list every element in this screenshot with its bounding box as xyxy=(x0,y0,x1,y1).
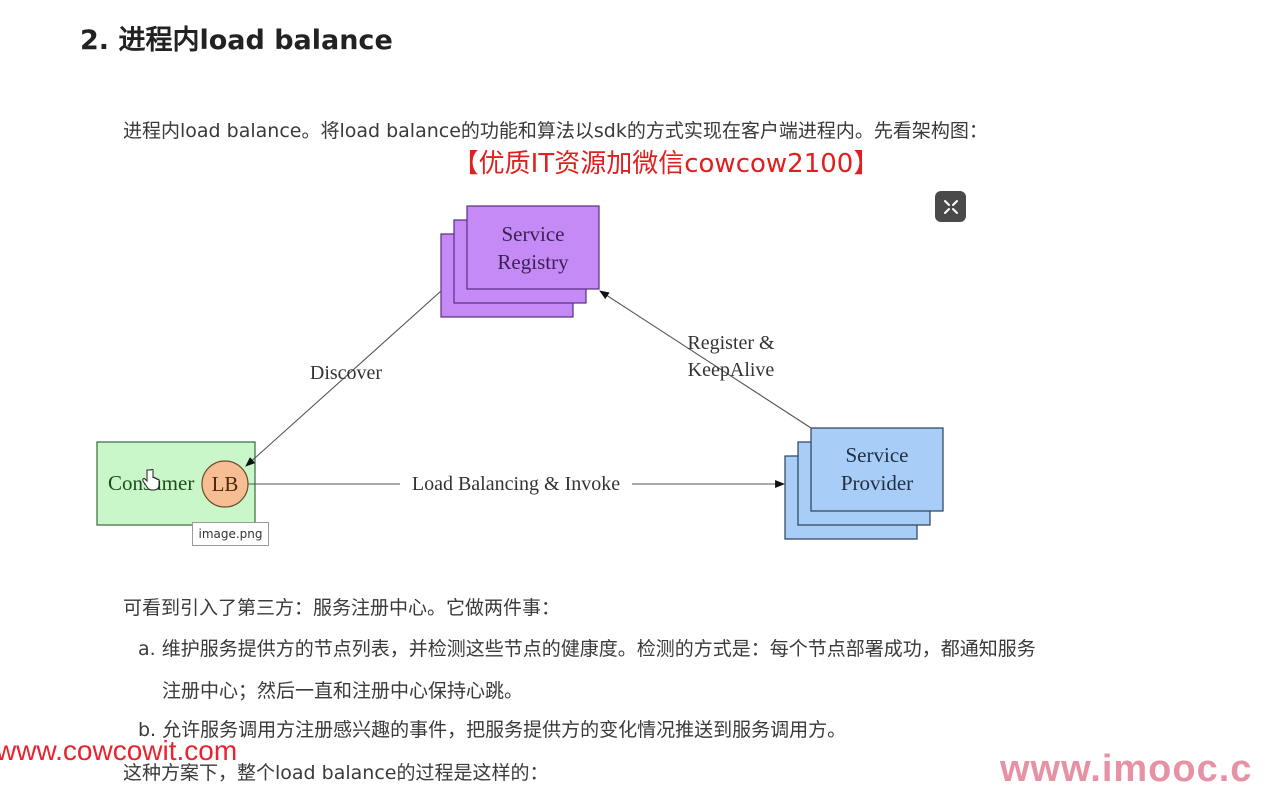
discover-label: Discover xyxy=(310,362,383,384)
register-label-line2: KeepAlive xyxy=(688,359,775,381)
lb-label: LB xyxy=(212,472,239,496)
list-item-b: b. 允许服务调用方注册感兴趣的事件，把服务提供方的变化情况推送到服务调用方。 xyxy=(138,719,847,741)
expand-icon xyxy=(943,199,958,214)
discover-edge xyxy=(245,290,442,467)
watermark-left: www.cowcowit.com xyxy=(0,735,238,766)
promo-banner: 【优质IT资源加微信cowcow2100】 xyxy=(452,149,880,179)
registry-intro-paragraph: 可看到引入了第三方：服务注册中心。它做两件事： xyxy=(123,597,561,619)
hand-cursor-icon xyxy=(142,469,160,491)
registry-label-line2: Registry xyxy=(497,250,569,274)
provider-label-line1: Service xyxy=(846,443,909,467)
register-edge xyxy=(599,290,812,429)
section-heading: 2. 进程内load balance xyxy=(80,25,393,56)
register-label-line1: Register & xyxy=(687,332,775,354)
service-registry-node: Service Registry xyxy=(440,205,600,318)
invoke-label: Load Balancing & Invoke xyxy=(412,473,620,495)
registry-label-line1: Service xyxy=(502,222,565,246)
consumer-node: Consumer LB xyxy=(96,441,256,526)
image-filename-tooltip: image.png xyxy=(192,522,269,546)
list-item-a: a. 维护服务提供方的节点列表，并检测这些节点的健康度。检测的方式是：每个节点部… xyxy=(138,638,1036,660)
process-intro-paragraph: 这种方案下，整个load balance的过程是这样的： xyxy=(123,762,549,784)
expand-image-button[interactable] xyxy=(935,191,966,222)
provider-label-line2: Provider xyxy=(841,471,913,495)
intro-paragraph: 进程内load balance。将load balance的功能和算法以sdk的… xyxy=(123,120,988,142)
list-item-a-continued: 注册中心；然后一直和注册中心保持心跳。 xyxy=(162,680,524,702)
service-provider-node: Service Provider xyxy=(784,427,944,540)
watermark-right: www.imooc.c xyxy=(1000,748,1253,790)
